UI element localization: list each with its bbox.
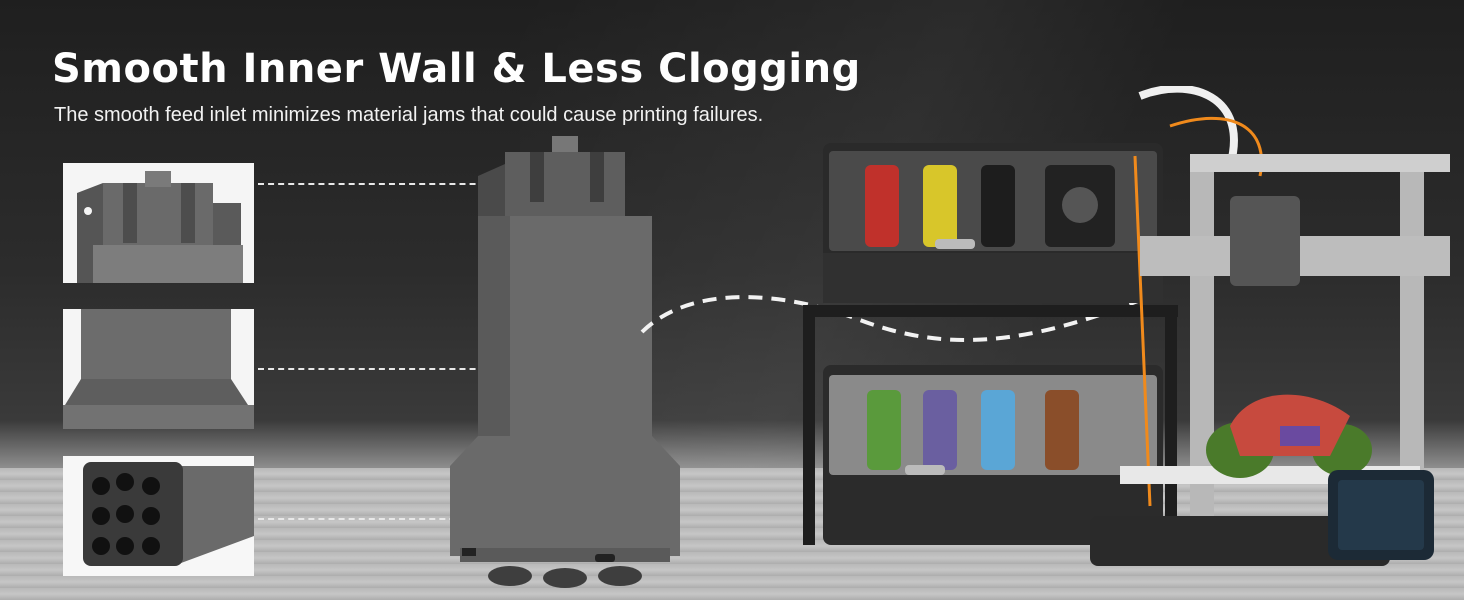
connector-dashed-curve (640, 292, 1156, 342)
inlet-bottom-holes-icon (63, 456, 254, 576)
printed-motorcycle-icon (1206, 394, 1372, 478)
feed-inlet-part-icon (450, 136, 680, 588)
leader-line-bottom (258, 518, 536, 520)
inlet-top-detail-icon (63, 163, 254, 283)
3d-printer-icon (1090, 86, 1450, 566)
leader-line-top (258, 183, 536, 185)
page-subtitle: The smooth feed inlet minimizes material… (54, 104, 764, 126)
leader-line-middle (258, 368, 536, 370)
page-title: Smooth Inner Wall & Less Clogging (52, 46, 861, 92)
inlet-middle-detail-icon (63, 309, 254, 429)
filament-box-stack-icon (803, 143, 1178, 545)
